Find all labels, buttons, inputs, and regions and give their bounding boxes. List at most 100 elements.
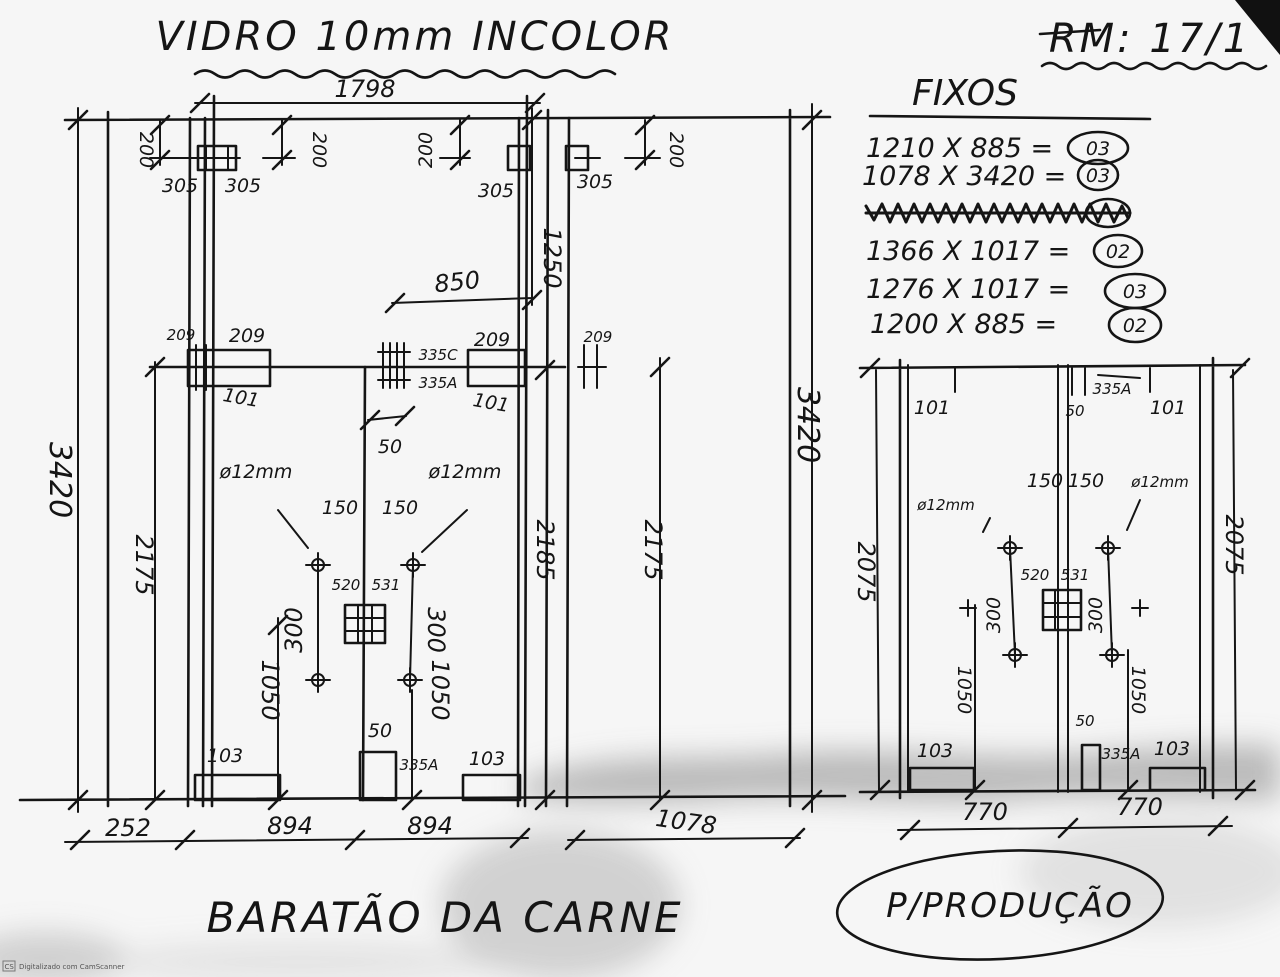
- handle-height-label: 1050: [256, 659, 284, 720]
- transom-fitting-label: 209: [167, 326, 196, 344]
- qty-circle: [1092, 233, 1144, 269]
- top-hinge: [196, 144, 238, 172]
- scanner-mark-text: Digitalizado com CamScanner: [19, 963, 124, 971]
- hole-leader-lines: [277, 509, 468, 553]
- transom-fitting-label: 335A: [419, 374, 458, 392]
- hole-marker-cross: [305, 552, 331, 578]
- top-lock-label: 335A: [1093, 380, 1132, 398]
- side-panel-height-label: 2175: [130, 534, 158, 595]
- handle-spacing-label: 300: [983, 597, 1005, 633]
- secondary-height-label: 2075: [852, 541, 880, 602]
- hole-diameter-label: ø12mm: [428, 461, 502, 483]
- scanner-logo-box: [2, 960, 16, 972]
- production-stamp-ellipse: [835, 849, 1165, 961]
- lock-offset-label: 531: [372, 576, 401, 594]
- rm-underline: [1040, 61, 1268, 71]
- hole-marker: [1099, 642, 1125, 668]
- transom-fitting-label: 335C: [418, 346, 458, 364]
- handle-offset-label: 150: [1068, 470, 1104, 492]
- hinge-offset-label: 305: [478, 180, 514, 202]
- hole-marker: [397, 667, 423, 693]
- hole-marker-cross: [400, 552, 426, 578]
- hole-marker-cross: [1095, 535, 1121, 561]
- transom-fitting-label: 101: [471, 389, 511, 417]
- hinge-offset-label: 200: [135, 132, 157, 168]
- hole-diameter-label: ø12mm: [1130, 473, 1189, 491]
- lock-offset-label: 520: [1021, 566, 1050, 584]
- hole-marker-cross: [1099, 642, 1125, 668]
- top-hinge-detail: [205, 145, 229, 171]
- qty-circle: [1076, 158, 1120, 192]
- bottom-fitting-label: 103: [917, 740, 953, 762]
- panel-edge-lines: [186, 94, 571, 808]
- right-height-label: 3420: [790, 387, 825, 463]
- lock-box: [1041, 588, 1083, 632]
- lock-box: [343, 603, 387, 645]
- secondary-elevation: 101 335A 50 101 ø12mm 150 150 ø12mm 520 …: [852, 356, 1257, 841]
- door-width-label: 894: [407, 812, 453, 840]
- door-height-label: 2185: [531, 519, 559, 580]
- fixed-item-label: 1210 X 885 =: [866, 133, 1053, 164]
- main-frame-outline: [18, 108, 847, 808]
- secondary-width-label: 770: [962, 798, 1008, 826]
- bottom-fitting-left: [908, 766, 976, 792]
- side-panel-width-label: 252: [105, 814, 151, 842]
- fixed-item-qty: 03: [1086, 165, 1110, 187]
- crossed-out-entry: [864, 202, 1132, 224]
- bottom-fitting-right: [461, 773, 522, 802]
- top-gap-label: 50: [1065, 402, 1084, 420]
- handle-height-label: 1050: [426, 659, 454, 720]
- bottom-lock-label: 335A: [1102, 745, 1141, 763]
- bottom-lock-label: 335A: [400, 756, 439, 774]
- transom-clamp-left: [186, 348, 272, 388]
- bottom-fitting-label: 103: [1154, 738, 1190, 760]
- fixed-item-label: 1366 X 1017 =: [866, 236, 1070, 267]
- lock-offset-label: 520: [332, 576, 361, 594]
- fixed-item-label: 1200 X 885 =: [870, 309, 1057, 340]
- bottom-fitting-left: [193, 773, 282, 802]
- hinge-offset-label: 305: [225, 175, 261, 197]
- bottom-lock-fitting: [358, 750, 398, 802]
- fixed-item-qty: 02: [1106, 241, 1130, 263]
- main-elevation: 1798 3420 3420 1250 850 2175 2185 2175 2…: [18, 75, 847, 851]
- secondary-height-label: 2075: [1220, 514, 1248, 575]
- bottom-fitting-label: 103: [207, 745, 243, 767]
- scanner-watermark: CS Digitalizado com CamScanner: [2, 960, 124, 972]
- hole-diameter-label: ø12mm: [219, 461, 293, 483]
- overall-width-label: 1798: [334, 75, 395, 103]
- secondary-panel-edges: [907, 364, 1201, 793]
- lock-offset-label: 531: [1061, 566, 1090, 584]
- stain-blot: [1020, 817, 1280, 927]
- transom-clamp-right: [466, 348, 527, 388]
- lock-box-grid: [1042, 589, 1082, 631]
- height-reference-marks: [959, 599, 1149, 617]
- transom-fitting-label: 101: [221, 384, 261, 412]
- hinge-offset-label: 200: [415, 132, 437, 168]
- scanner-logo: CS: [5, 963, 15, 971]
- top-hinge: [506, 144, 532, 172]
- top-fitting-label: 101: [914, 397, 950, 419]
- bottom-fitting-label: 103: [469, 748, 505, 770]
- secondary-dimension-lines: [875, 369, 1237, 831]
- hole-marker-cross: [397, 667, 423, 693]
- hole-marker: [305, 667, 331, 693]
- qty-circle: [1107, 306, 1163, 344]
- door-width-label: 894: [267, 812, 313, 840]
- upper-height-label: 1250: [538, 227, 566, 288]
- bottom-gap-label: 50: [368, 720, 392, 742]
- fixed-item-label: 1276 X 1017 =: [866, 274, 1070, 305]
- fixed-item-qty: 03: [1086, 138, 1110, 160]
- handle-offset-label: 150: [382, 497, 418, 519]
- bottom-lock-fitting: [1080, 743, 1102, 792]
- production-stamp: P/PRODUÇÃO: [886, 886, 1134, 926]
- hole-marker-cross: [305, 667, 331, 693]
- stain-blot: [0, 932, 125, 977]
- right-panel-width-label: 1078: [654, 804, 718, 840]
- opening-width-label: 850: [433, 266, 481, 299]
- handle-height-label: 1050: [953, 666, 975, 714]
- fixed-item-qty: 02: [1123, 315, 1147, 337]
- hole-marker: [1095, 535, 1121, 561]
- handle-spacing-label: 300: [280, 607, 308, 653]
- door-center-line: [361, 365, 367, 802]
